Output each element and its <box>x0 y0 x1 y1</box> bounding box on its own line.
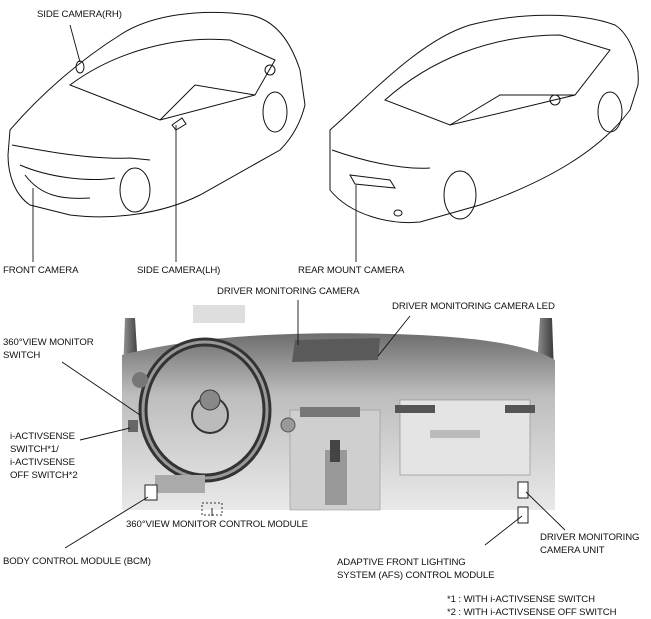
dashboard-illustration <box>122 305 555 524</box>
label-line: OFF SWITCH*2 <box>10 470 78 481</box>
footnote-1: *1 : WITH i-ACTIVSENSE SWITCH <box>447 594 595 605</box>
label-iactivsense-switch: i-ACTIVSENSE SWITCH*1/ i-ACTIVSENSE OFF … <box>10 430 78 482</box>
label-driver-monitoring-camera-unit: DRIVER MONITORING CAMERA UNIT <box>540 531 640 557</box>
label-body-control-module: BODY CONTROL MODULE (BCM) <box>3 556 151 567</box>
leader-lines <box>32 24 566 549</box>
footnote-2: *2 : WITH i-ACTIVSENSE OFF SWITCH <box>447 607 617 618</box>
body-control-module <box>144 484 158 501</box>
label-line: SWITCH*1/ <box>10 444 59 455</box>
label-line: 360°VIEW MONITOR <box>3 337 94 348</box>
label-afs-control-module: ADAPTIVE FRONT LIGHTING SYSTEM (AFS) CON… <box>337 556 494 582</box>
label-line: i-ACTIVSENSE <box>10 457 75 468</box>
label-driver-monitoring-camera: DRIVER MONITORING CAMERA <box>217 286 360 297</box>
label-view-monitor-switch: 360°VIEW MONITOR SWITCH <box>3 336 94 362</box>
label-line: DRIVER MONITORING <box>540 532 640 543</box>
label-view-monitor-control-module: 360°VIEW MONITOR CONTROL MODULE <box>126 519 308 530</box>
label-side-camera-rh: SIDE CAMERA(RH) <box>37 9 122 20</box>
center-display <box>292 338 380 362</box>
rear-car-illustration <box>329 14 639 223</box>
label-driver-monitoring-camera-led: DRIVER MONITORING CAMERA LED <box>392 301 555 312</box>
label-line: i-ACTIVSENSE <box>10 431 75 442</box>
driver-monitoring-camera-unit <box>517 481 529 499</box>
label-rear-mount-camera: REAR MOUNT CAMERA <box>298 265 405 276</box>
label-side-camera-lh: SIDE CAMERA(LH) <box>137 265 221 276</box>
label-front-camera: FRONT CAMERA <box>3 265 79 276</box>
label-line: CAMERA UNIT <box>540 545 605 556</box>
label-line: SWITCH <box>3 350 41 361</box>
label-line: ADAPTIVE FRONT LIGHTING <box>337 557 466 568</box>
footnotes: *1 : WITH i-ACTIVSENSE SWITCH *2 : WITH … <box>447 593 617 619</box>
front-car-illustration <box>7 11 306 218</box>
afs-control-module <box>517 506 529 524</box>
label-line: SYSTEM (AFS) CONTROL MODULE <box>337 570 495 581</box>
rearview-mirror <box>193 305 245 323</box>
